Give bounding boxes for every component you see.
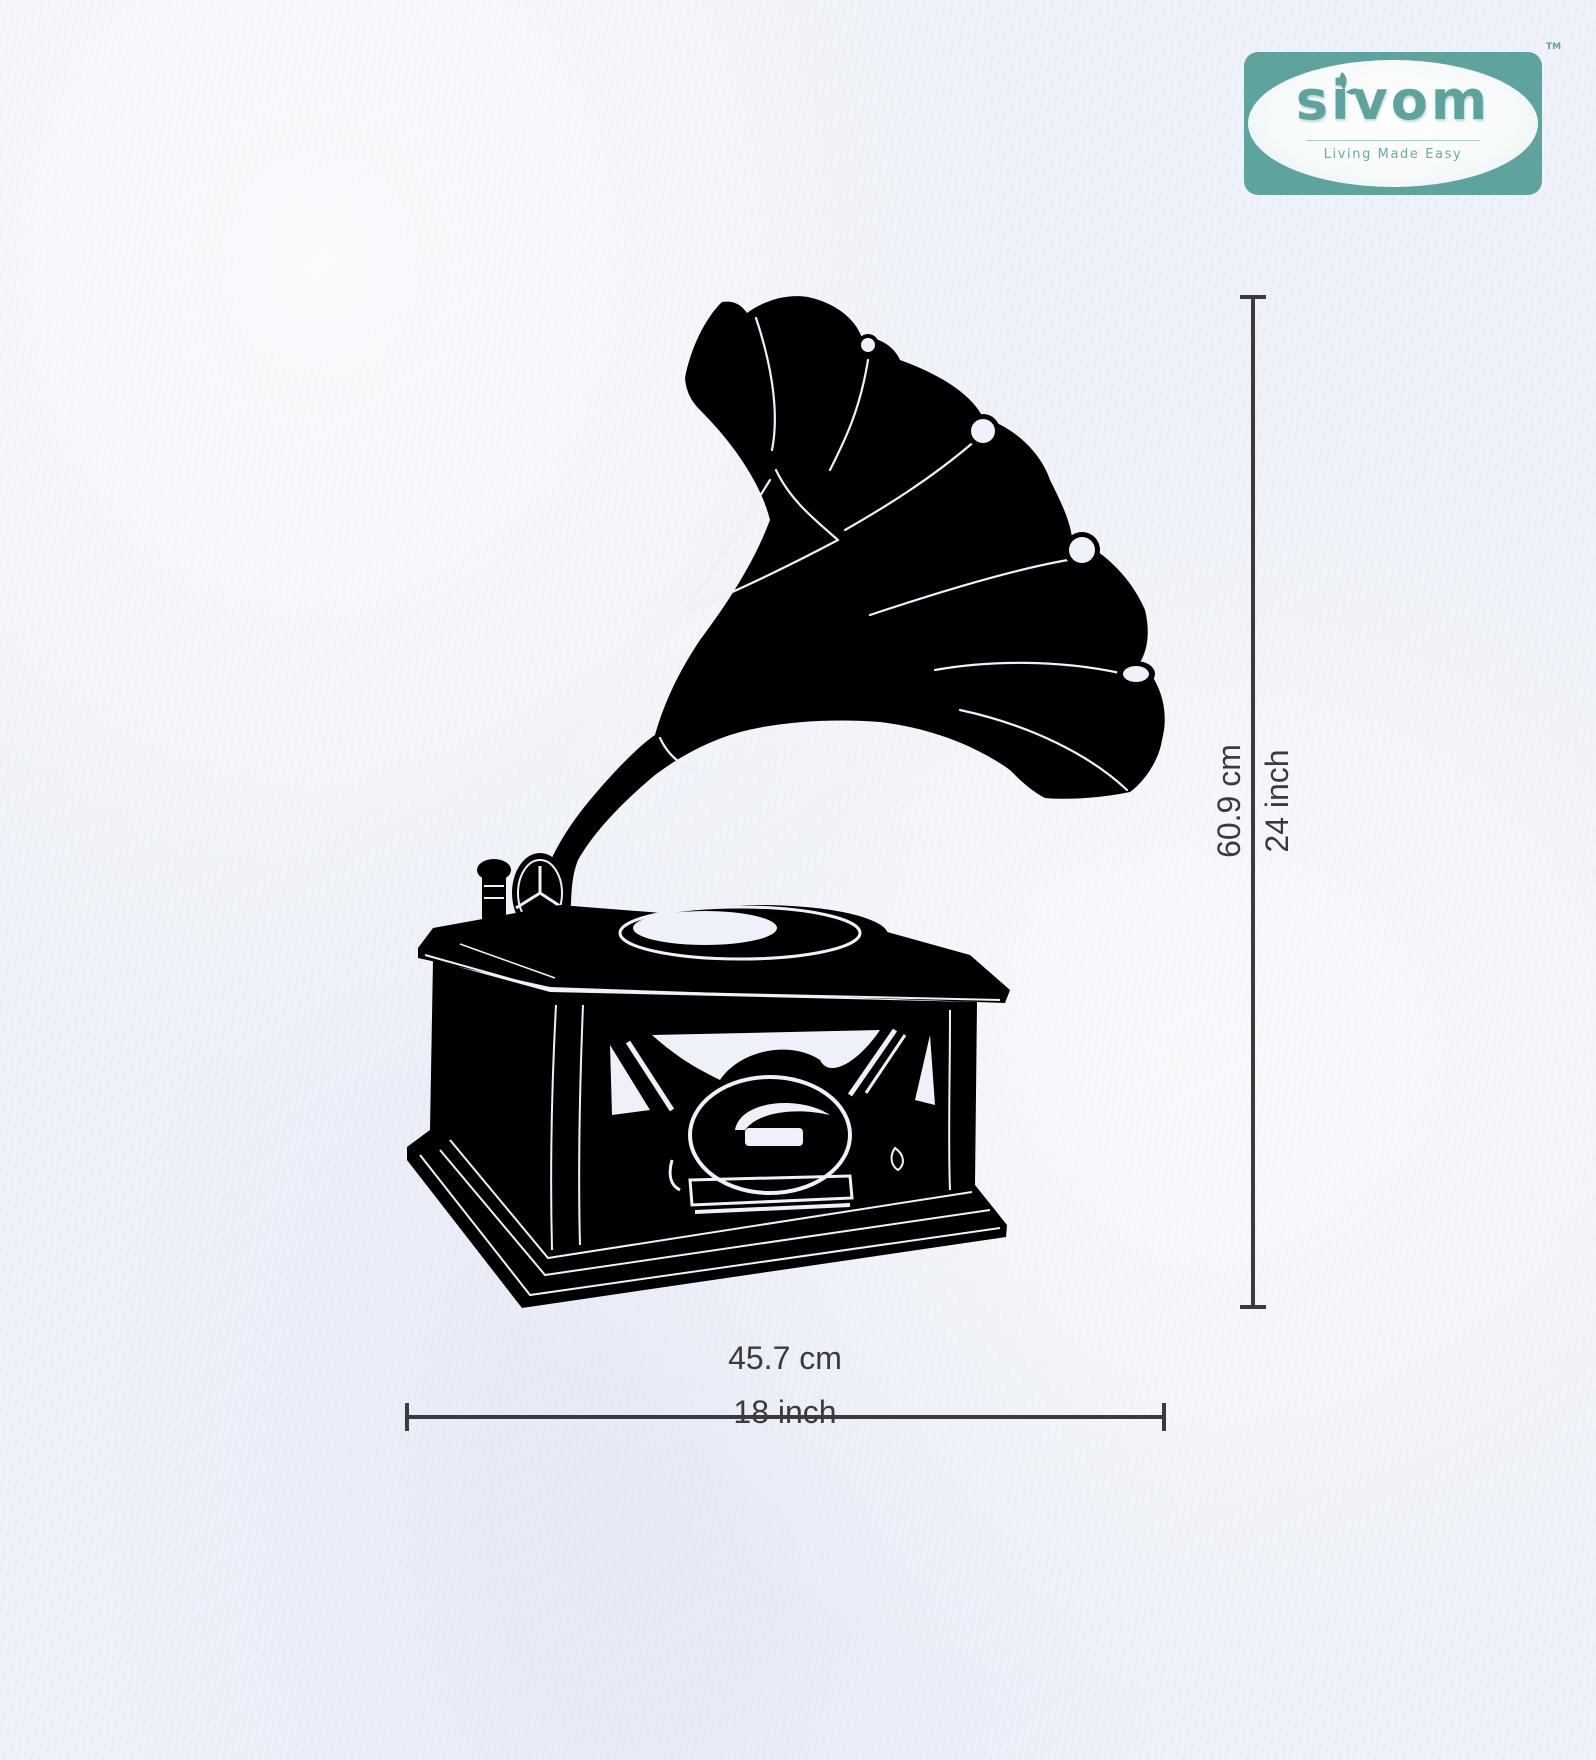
trademark-mark: TM — [1546, 42, 1562, 52]
logo-tagline: Living Made Easy — [1323, 147, 1463, 162]
leaf-icon — [1339, 72, 1360, 95]
logo-divider — [1306, 140, 1480, 141]
width-inch-label: 18 inch — [733, 1394, 837, 1430]
height-dimension-line — [1240, 295, 1266, 1309]
brand-logo: sivom Living Made Easy — [1244, 52, 1542, 195]
height-inch-label: 24 inch — [1259, 749, 1295, 853]
height-cm-label: 60.9 cm — [1211, 744, 1247, 858]
width-cm-label: 45.7 cm — [728, 1340, 842, 1376]
logo-wordmark: sivom — [1295, 69, 1491, 132]
horn — [540, 296, 1165, 915]
cabinet — [407, 905, 1010, 1308]
width-dimension-line — [405, 1403, 1166, 1431]
horn-beads — [857, 334, 1155, 687]
horn-seams — [658, 316, 1129, 792]
logo-oval — [1248, 60, 1538, 187]
